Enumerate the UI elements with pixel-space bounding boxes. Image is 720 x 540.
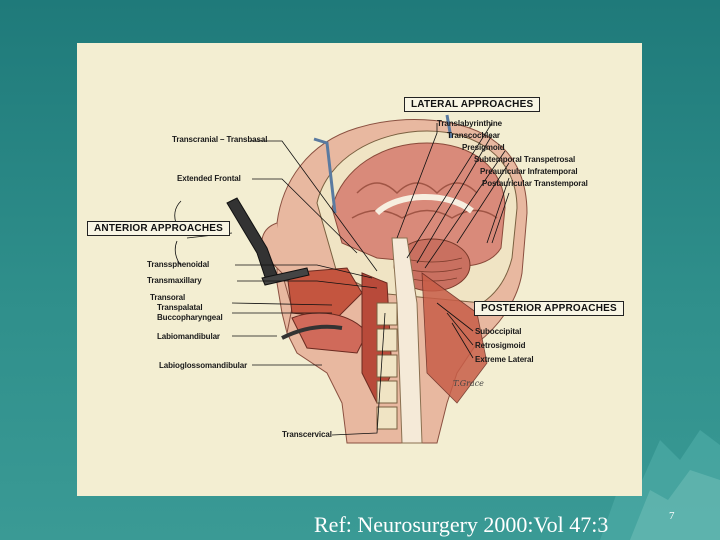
anterior-approaches-title: ANTERIOR APPROACHES bbox=[87, 221, 230, 236]
lateral-item: Postauricular Transtemporal bbox=[482, 179, 588, 188]
anterior-item: Transoral bbox=[150, 293, 186, 302]
anterior-item: Transmaxillary bbox=[147, 276, 202, 285]
posterior-item: Retrosigmoid bbox=[475, 341, 526, 350]
lateral-item: Presigmoid bbox=[462, 143, 505, 152]
anatomy-figure: LATERAL APPROACHES Translabyrinthine Tra… bbox=[77, 43, 642, 496]
lateral-approaches-title: LATERAL APPROACHES bbox=[404, 97, 541, 112]
lateral-item: Subtemporal Transpetrosal bbox=[474, 155, 576, 164]
posterior-approaches-title: POSTERIOR APPROACHES bbox=[474, 301, 624, 316]
anterior-item: Labiomandibular bbox=[157, 332, 220, 341]
lateral-item: Translabyrinthine bbox=[437, 119, 502, 128]
lateral-item: Transcochlear bbox=[447, 131, 500, 140]
posterior-item: Suboccipital bbox=[475, 327, 522, 336]
head-sagittal-illustration bbox=[174, 114, 528, 444]
slide-page-number: 7 bbox=[669, 510, 675, 522]
artist-signature: T.Grace bbox=[453, 379, 484, 388]
anterior-top-item: Extended Frontal bbox=[177, 174, 241, 183]
anterior-item: Transpalatal bbox=[157, 303, 203, 312]
anterior-item: Labioglossomandibular bbox=[159, 361, 248, 370]
anterior-item: Transcervical bbox=[282, 430, 332, 439]
anterior-item: Transsphenoidal bbox=[147, 260, 210, 269]
anterior-item: Buccopharyngeal bbox=[157, 313, 223, 322]
reference-citation: Ref: Neurosurgery 2000:Vol 47:3 bbox=[314, 512, 609, 537]
lateral-item: Preauricular Infratemporal bbox=[480, 167, 578, 176]
anterior-top-item: Transcranial – Transbasal bbox=[172, 135, 268, 144]
posterior-item: Extreme Lateral bbox=[475, 355, 534, 364]
